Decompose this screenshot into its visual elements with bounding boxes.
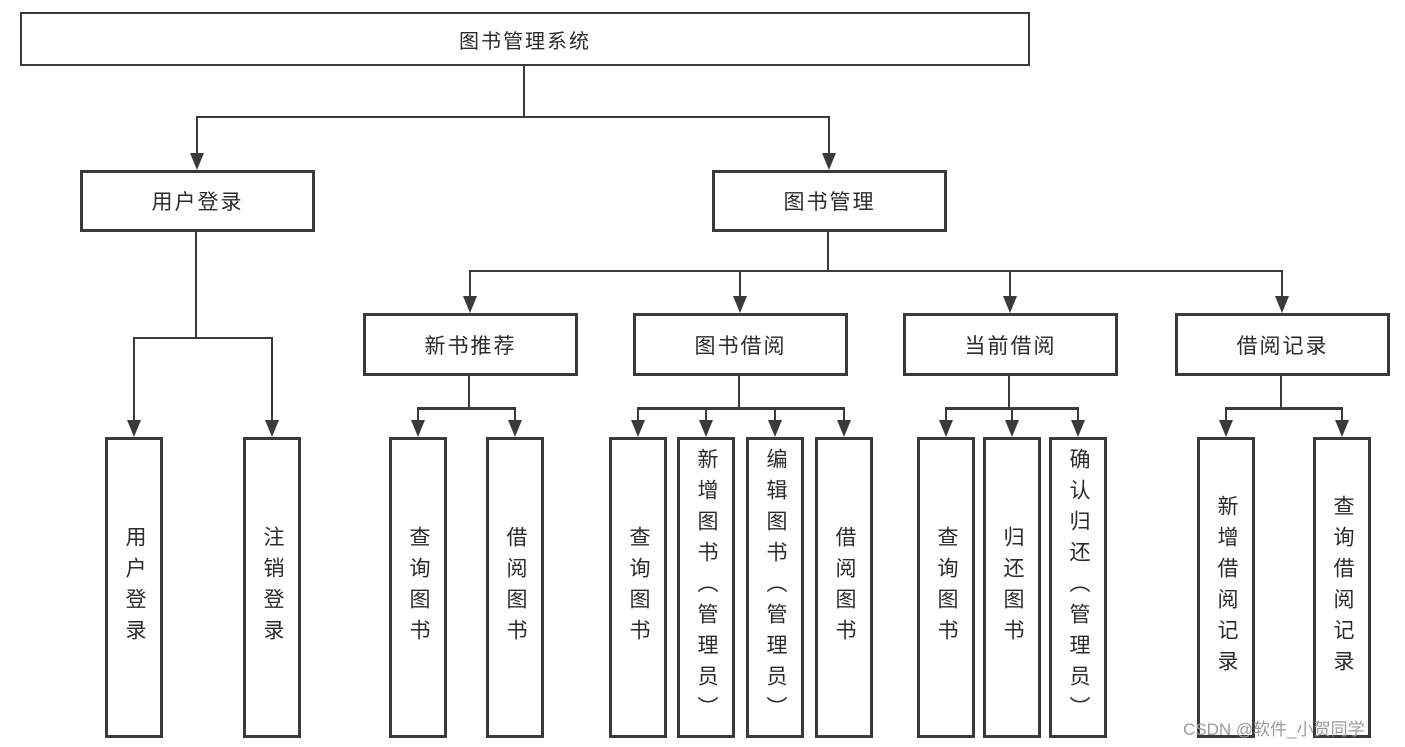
node-new-book-recommend: 新书推荐 — [363, 313, 578, 376]
arrow-stem — [133, 338, 135, 423]
leaf-user-login-label: 用户登录 — [123, 525, 146, 650]
leaf-edit-books-admin: 编辑图书（管理员） — [746, 437, 804, 738]
leaf-confirm-return-admin: 确认归还（管理员） — [1049, 437, 1107, 738]
leaf-logout-label: 注销登录 — [261, 525, 284, 650]
node-new-book-recommend-label: 新书推荐 — [424, 334, 517, 358]
leaf-user-login: 用户登录 — [105, 437, 163, 738]
arrowhead-icon — [768, 420, 782, 437]
leaf-query-books-current: 查询图书 — [917, 437, 975, 738]
leaf-borrow-books-recommend: 借阅图书 — [486, 437, 544, 738]
arrow-stem — [469, 271, 471, 299]
watermark: CSDN @软件_小贺同学 — [1183, 720, 1365, 739]
leaf-confirm-return-admin-label: 确认归还（管理员） — [1067, 448, 1090, 727]
connector-vline — [827, 232, 829, 271]
arrowhead-icon — [699, 420, 713, 437]
leaf-query-borrow-record: 查询借阅记录 — [1313, 437, 1371, 738]
arrowhead-icon — [631, 420, 645, 437]
leaf-return-books: 归还图书 — [983, 437, 1041, 738]
arrow-stem — [1281, 271, 1283, 299]
arrowhead-icon — [508, 420, 522, 437]
leaf-add-books-admin-label: 新增图书（管理员） — [695, 448, 718, 727]
leaf-logout: 注销登录 — [243, 437, 301, 738]
arrowhead-icon — [463, 296, 477, 313]
node-system-root-label: 图书管理系统 — [459, 30, 591, 53]
node-system-root: 图书管理系统 — [20, 12, 1030, 66]
arrow-stem — [843, 408, 845, 423]
connector-vline — [738, 376, 740, 408]
arrow-stem — [637, 408, 639, 423]
connector-vline — [1280, 376, 1282, 408]
arrowhead-icon — [733, 296, 747, 313]
connector-vline — [523, 66, 525, 117]
node-current-borrow-label: 当前借阅 — [964, 334, 1057, 358]
arrow-stem — [417, 408, 419, 423]
node-book-borrow: 图书借阅 — [633, 313, 848, 376]
node-user-login-branch: 用户登录 — [80, 170, 315, 232]
node-user-login-branch-label: 用户登录 — [151, 191, 244, 214]
arrow-stem — [945, 408, 947, 423]
arrowhead-icon — [127, 420, 141, 437]
arrowhead-icon — [1219, 420, 1233, 437]
node-borrow-record-label: 借阅记录 — [1236, 334, 1329, 358]
leaf-add-borrow-record: 新增借阅记录 — [1197, 437, 1255, 738]
node-current-borrow: 当前借阅 — [903, 313, 1118, 376]
leaf-query-borrow-record-label: 查询借阅记录 — [1331, 494, 1354, 681]
arrow-stem — [1341, 408, 1343, 423]
leaf-query-books-current-label: 查询图书 — [935, 525, 958, 650]
arrow-stem — [774, 408, 776, 423]
leaf-query-books-recommend: 查询图书 — [389, 437, 447, 738]
arrow-stem — [271, 338, 273, 423]
connector-hline — [637, 407, 845, 410]
arrowhead-icon — [1005, 420, 1019, 437]
node-borrow-record: 借阅记录 — [1175, 313, 1390, 376]
leaf-borrow-books-label: 借阅图书 — [833, 525, 856, 650]
arrow-stem — [1077, 408, 1079, 423]
leaf-query-books-borrow: 查询图书 — [609, 437, 667, 738]
leaf-borrow-books: 借阅图书 — [815, 437, 873, 738]
arrowhead-icon — [822, 153, 836, 170]
arrow-stem — [514, 408, 516, 423]
leaf-query-books-borrow-label: 查询图书 — [627, 525, 650, 650]
arrowhead-icon — [1071, 420, 1085, 437]
arrowhead-icon — [1335, 420, 1349, 437]
connector-hline — [196, 116, 830, 118]
connector-hline — [469, 270, 1283, 272]
connector-vline — [468, 376, 470, 408]
arrow-stem — [1011, 408, 1013, 423]
node-book-manage-branch: 图书管理 — [712, 170, 947, 232]
arrowhead-icon — [939, 420, 953, 437]
connector-hline — [133, 337, 273, 339]
arrowhead-icon — [190, 153, 204, 170]
connector-vline — [1008, 376, 1010, 408]
arrow-stem — [1009, 271, 1011, 299]
arrowhead-icon — [1275, 296, 1289, 313]
arrow-stem — [196, 117, 198, 156]
arrow-stem — [705, 408, 707, 423]
node-book-manage-branch-label: 图书管理 — [783, 191, 876, 214]
connector-hline — [417, 407, 516, 410]
leaf-query-books-recommend-label: 查询图书 — [407, 525, 430, 650]
connector-hline — [1225, 407, 1343, 410]
node-book-borrow-label: 图书借阅 — [694, 334, 787, 358]
arrow-stem — [1225, 408, 1227, 423]
arrowhead-icon — [411, 420, 425, 437]
arrowhead-icon — [1003, 296, 1017, 313]
leaf-add-books-admin: 新增图书（管理员） — [677, 437, 735, 738]
leaf-edit-books-admin-label: 编辑图书（管理员） — [764, 448, 787, 727]
arrowhead-icon — [265, 420, 279, 437]
connector-vline — [195, 232, 197, 338]
leaf-return-books-label: 归还图书 — [1001, 525, 1024, 650]
leaf-add-borrow-record-label: 新增借阅记录 — [1215, 494, 1238, 681]
arrow-stem — [739, 271, 741, 299]
arrow-stem — [828, 117, 830, 156]
arrowhead-icon — [837, 420, 851, 437]
leaf-borrow-books-recommend-label: 借阅图书 — [504, 525, 527, 650]
